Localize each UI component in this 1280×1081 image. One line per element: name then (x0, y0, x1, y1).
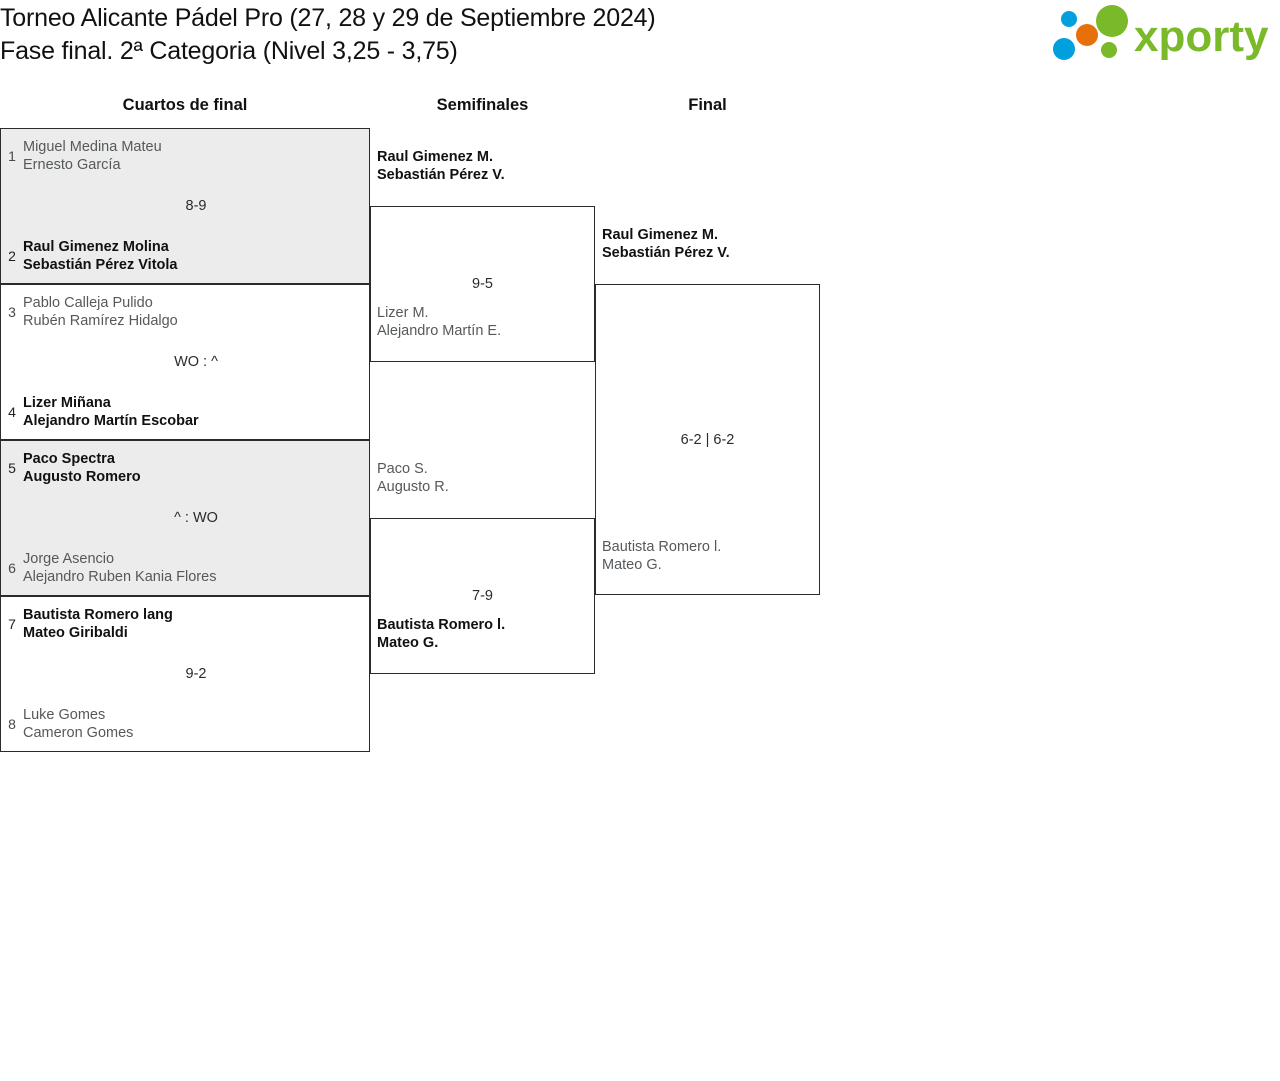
team-names: Raul Gimenez Molina Sebastián Pérez Vito… (23, 239, 178, 273)
seed-number: 1 (8, 148, 16, 164)
semifinal-match-1[interactable]: 9-5 (370, 206, 595, 362)
quarterfinal-match-1[interactable]: 1 Miguel Medina Mateu Ernesto García 8-9… (0, 128, 370, 284)
semifinal-match-2-team-top[interactable]: Paco S. Augusto R. (377, 461, 449, 495)
logo-wordmark: xporty (1134, 12, 1269, 61)
quarterfinal-match-2-score: WO : ^ (174, 354, 218, 370)
seed-number: 6 (8, 560, 16, 576)
xporty-logo[interactable]: xporty (1046, 4, 1278, 64)
semifinal-match-1-team-top[interactable]: Raul Gimenez M. Sebastián Pérez V. (377, 149, 505, 183)
quarterfinal-match-2-team-bottom[interactable]: 4 Lizer Miñana Alejandro Martín Escobar (1, 394, 199, 430)
logo-dots-icon (1053, 5, 1128, 60)
page-title-line-2: Fase final. 2ª Categoria (Nivel 3,25 - 3… (0, 37, 458, 65)
seed-number: 4 (8, 404, 16, 420)
seed-number: 5 (8, 460, 16, 476)
team-names: Jorge Asencio Alejandro Ruben Kania Flor… (23, 551, 217, 585)
final-match-team-bottom[interactable]: Bautista Romero l. Mateo G. (602, 539, 722, 573)
final-match-score: 6-2 | 6-2 (680, 431, 735, 448)
round-header-final: Final (688, 96, 727, 114)
round-header-quarterfinals: Cuartos de final (122, 96, 248, 114)
quarterfinal-match-1-team-bottom[interactable]: 2 Raul Gimenez Molina Sebastián Pérez Vi… (1, 238, 177, 274)
tournament-bracket: 1 Miguel Medina Mateu Ernesto García 8-9… (0, 0, 860, 790)
seed-number: 3 (8, 304, 16, 320)
team-names: Paco Spectra Augusto Romero (23, 451, 141, 485)
quarterfinal-match-4-team-top[interactable]: 7 Bautista Romero lang Mateo Giribaldi (1, 606, 173, 642)
team-names: Luke Gomes Cameron Gomes (23, 707, 134, 741)
team-names: Bautista Romero lang Mateo Giribaldi (23, 607, 173, 641)
semifinal-match-2-team-bottom[interactable]: Bautista Romero l. Mateo G. (377, 617, 506, 651)
final-match[interactable]: 6-2 | 6-2 (595, 284, 820, 595)
semifinal-match-2-score: 7-9 (472, 588, 493, 604)
semifinal-match-2[interactable]: 7-9 (370, 518, 595, 674)
quarterfinal-match-4-team-bottom[interactable]: 8 Luke Gomes Cameron Gomes (1, 706, 133, 742)
quarterfinal-match-4[interactable]: 7 Bautista Romero lang Mateo Giribaldi 9… (0, 596, 370, 752)
quarterfinal-match-2[interactable]: 3 Pablo Calleja Pulido Rubén Ramírez Hid… (0, 284, 370, 440)
seed-number: 7 (8, 616, 16, 632)
final-match-team-top[interactable]: Raul Gimenez M. Sebastián Pérez V. (602, 227, 730, 261)
team-names: Pablo Calleja Pulido Rubén Ramírez Hidal… (23, 295, 178, 329)
seed-number: 2 (8, 248, 16, 264)
seed-number: 8 (8, 716, 16, 732)
quarterfinal-match-3-team-top[interactable]: 5 Paco Spectra Augusto Romero (1, 450, 141, 486)
team-names: Miguel Medina Mateu Ernesto García (23, 139, 162, 173)
quarterfinal-match-3-team-bottom[interactable]: 6 Jorge Asencio Alejandro Ruben Kania Fl… (1, 550, 216, 586)
semifinal-match-1-score: 9-5 (472, 276, 493, 292)
quarterfinal-match-3-score: ^ : WO (174, 510, 218, 526)
round-header-semifinals: Semifinales (436, 96, 529, 114)
page-title: Torneo Alicante Pádel Pro (27, 28 y 29 d… (0, 2, 1020, 68)
quarterfinal-match-4-score: 9-2 (185, 666, 207, 682)
quarterfinal-match-1-team-top[interactable]: 1 Miguel Medina Mateu Ernesto García (1, 138, 162, 174)
team-names: Lizer Miñana Alejandro Martín Escobar (23, 395, 199, 429)
quarterfinal-match-1-score: 8-9 (185, 198, 207, 214)
semifinal-match-1-team-bottom[interactable]: Lizer M. Alejandro Martín E. (377, 305, 502, 339)
quarterfinal-match-2-team-top[interactable]: 3 Pablo Calleja Pulido Rubén Ramírez Hid… (1, 294, 178, 330)
quarterfinal-match-3[interactable]: 5 Paco Spectra Augusto Romero ^ : WO 6 J… (0, 440, 370, 596)
page-title-line-1: Torneo Alicante Pádel Pro (27, 28 y 29 d… (0, 4, 656, 32)
